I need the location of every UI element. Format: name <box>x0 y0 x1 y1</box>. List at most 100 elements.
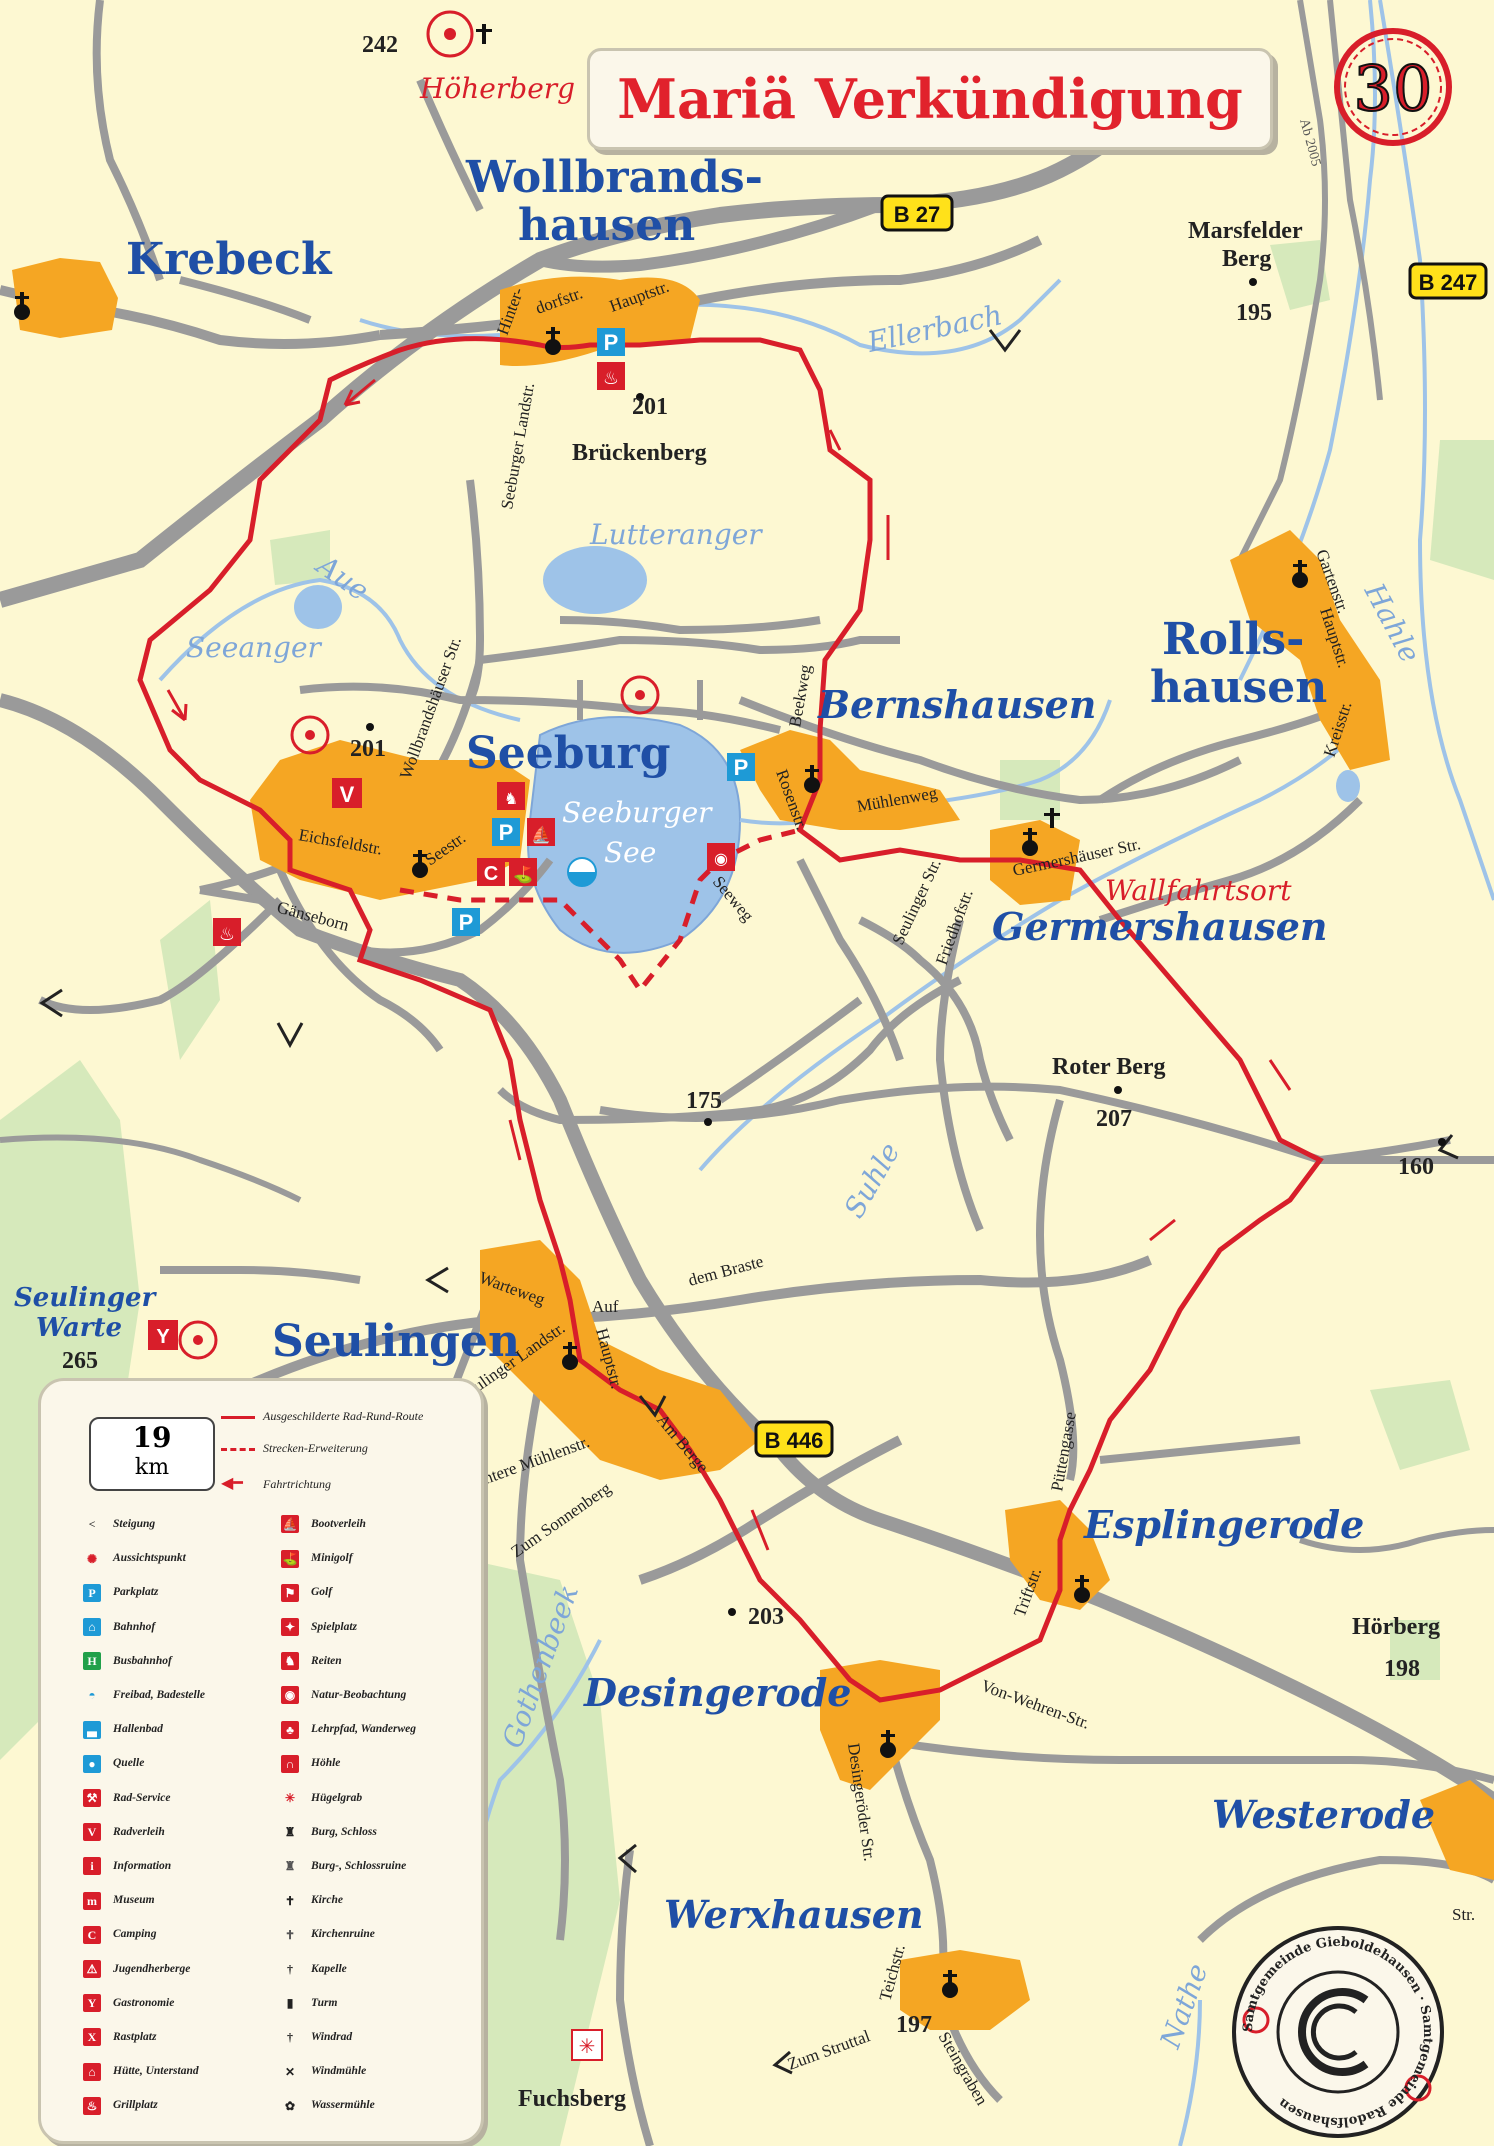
cave-icon: ∩ <box>281 1754 299 1773</box>
bike-service-icon: ⚒ <box>83 1788 101 1807</box>
minigolf-icon: ⛳ <box>509 858 537 886</box>
steigung-arrow-icon <box>988 329 1022 353</box>
barrow-icon: ✳ <box>284 1790 296 1805</box>
viewpoint-icon <box>178 1320 218 1360</box>
steigung-arrow-icon <box>276 1022 304 1049</box>
legend-item-label: Höhle <box>311 1757 341 1770</box>
horse-riding-icon: ♞ <box>281 1652 299 1671</box>
legend-item-label: Freibad, Badestelle <box>113 1689 205 1701</box>
route-key-label: Ausgeschilderte Rad-Rund-Route <box>263 1409 424 1423</box>
svg-text:P: P <box>499 820 514 845</box>
golf-icon: ⚑ <box>281 1583 299 1602</box>
town-label-rollshausen-2: hausen <box>1150 662 1327 713</box>
street-von-wehren-str: Von-Wehren-Str. <box>979 1676 1093 1733</box>
peak-dot <box>1249 278 1257 286</box>
town-labels: Krebeck Wollbrands- hausen Seeburg Berns… <box>126 152 1435 1937</box>
water-label-ellerbach: Ellerbach <box>864 298 1005 359</box>
road-label-b247: B 247 <box>1419 270 1478 295</box>
camping-icon: C <box>83 1925 101 1944</box>
peak-265: 265 <box>62 1348 98 1374</box>
peak-dot <box>1114 1086 1122 1094</box>
legend-panel: 19 km Ausgeschilderte Rad-Rund-Route Str… <box>38 1378 484 2144</box>
water-label-nathe: Nathe <box>1153 1959 1214 2053</box>
peak-201-north: 201 <box>632 394 668 420</box>
legend-item-label: Kirche <box>311 1894 343 1907</box>
legend-item-label: Kapelle <box>311 1962 347 1975</box>
town-label-wollbrandshausen-2: hausen <box>518 200 695 251</box>
label-seulinger-warte-1: Seulinger <box>14 1283 158 1313</box>
svg-text:P: P <box>459 910 474 935</box>
peak-195: 195 <box>1236 300 1272 326</box>
water-label-seeburger-see-1: Seeburger <box>562 796 713 829</box>
legend-item-label: Rastplatz <box>113 2031 157 2043</box>
bike-rental-icon: V <box>332 778 362 808</box>
svg-text:⛵: ⛵ <box>531 825 551 844</box>
route-ext-dashed <box>399 827 801 995</box>
legend-item: ✝ Kirche <box>281 1889 343 1911</box>
spring-icon: ● <box>83 1754 101 1773</box>
legend-item-label: Burg, Schloss <box>311 1825 377 1838</box>
legend-item: ◉Natur-Beobachtung <box>281 1684 406 1706</box>
peak-203: 203 <box>748 1604 784 1630</box>
steigung-arrow-icon <box>638 1395 667 1418</box>
tower-icon: ▮ <box>286 1996 294 2011</box>
parking-icon: P <box>727 753 755 781</box>
legend-item-label: Bahnhof <box>113 1620 156 1633</box>
peak-175: 175 <box>686 1088 722 1114</box>
legend-item-label: Spielplatz <box>311 1620 358 1633</box>
legend-item-label: Golf <box>311 1586 333 1599</box>
legend-item-label: Burg-, Schlossruine <box>311 1860 407 1872</box>
outdoor-pool-icon: ◓ <box>88 1688 96 1703</box>
street-str: Str. <box>1452 1905 1475 1924</box>
peak-198: 198 <box>1384 1656 1420 1682</box>
samtgemeinde-seal: Samtgemeinde Gieboldehausen · Samtgemein… <box>1232 1926 1444 2138</box>
route-key-solid: Ausgeschilderte Rad-Rund-Route <box>221 1409 423 1424</box>
barbecue-icon: ♨ <box>597 362 625 390</box>
parking-icon: P <box>452 908 480 936</box>
legend-item: ⚑ Golf <box>281 1581 332 1603</box>
svg-text:V: V <box>340 782 355 807</box>
legend-item-label: Hütte, Unterstand <box>113 2065 199 2078</box>
peak-201-west: 201 <box>350 736 386 762</box>
church-ruin-icon: ✝ <box>284 1927 296 1942</box>
restaurant-icon: Y <box>148 1320 178 1350</box>
legend-item: ✳Hügelgrab <box>281 1787 362 1809</box>
legend-item: <Steigung <box>83 1513 156 1535</box>
legend-item-label: Kirchenruine <box>311 1928 375 1941</box>
peak-hoerberg: Hörberg <box>1352 1614 1440 1640</box>
shelter-icon: ⌂ <box>83 2062 101 2081</box>
fahrtrichtung-arrow-icon <box>508 1119 522 1161</box>
horse-riding-icon: ♞ <box>497 782 525 810</box>
svg-text:P: P <box>734 755 749 780</box>
chapel-icon <box>476 24 492 44</box>
steigung-arrow-icon <box>39 988 63 1018</box>
svg-text:♨: ♨ <box>219 924 235 945</box>
legend-item-label: Aussichtspunkt <box>113 1552 186 1565</box>
route-key-label: Fahrtrichtung <box>263 1477 331 1491</box>
fahrtrichtung-arrow-icon <box>1268 1059 1292 1091</box>
svg-text:P: P <box>604 330 619 355</box>
route-number-badge: 30 <box>1334 28 1452 146</box>
church-icon: ✝ <box>284 1893 296 1908</box>
legend-item-label: Lehrpfad, Wanderweg <box>311 1723 416 1736</box>
steigung-arrow-icon: < <box>88 1517 96 1532</box>
fahrtrichtung-arrow-icon <box>828 429 842 451</box>
town-label-wollbrandshausen-1: Wollbrands- <box>465 152 763 203</box>
trail-icon: ♣ <box>281 1720 299 1739</box>
town-label-bernshausen: Bernshausen <box>817 682 1096 727</box>
legend-item: †Windrad <box>281 2026 352 2048</box>
chapel-icon <box>1044 808 1060 828</box>
steigung-arrow-icon <box>425 1266 449 1294</box>
peak-roter-berg: Roter Berg <box>1052 1054 1166 1080</box>
boat-rental-icon: ⛵ <box>281 1515 299 1534</box>
road-badge-b27: B 27 <box>880 194 954 232</box>
steigung-arrow-icon <box>1437 1134 1459 1160</box>
nature-watching-icon: ◉ <box>707 843 735 871</box>
street-seulinger-str: Seulinger Str. <box>888 856 944 948</box>
parking-icon: P <box>597 328 625 356</box>
peak-marsfelder-1: Marsfelder <box>1188 218 1303 244</box>
parking-icon: P <box>83 1583 101 1602</box>
